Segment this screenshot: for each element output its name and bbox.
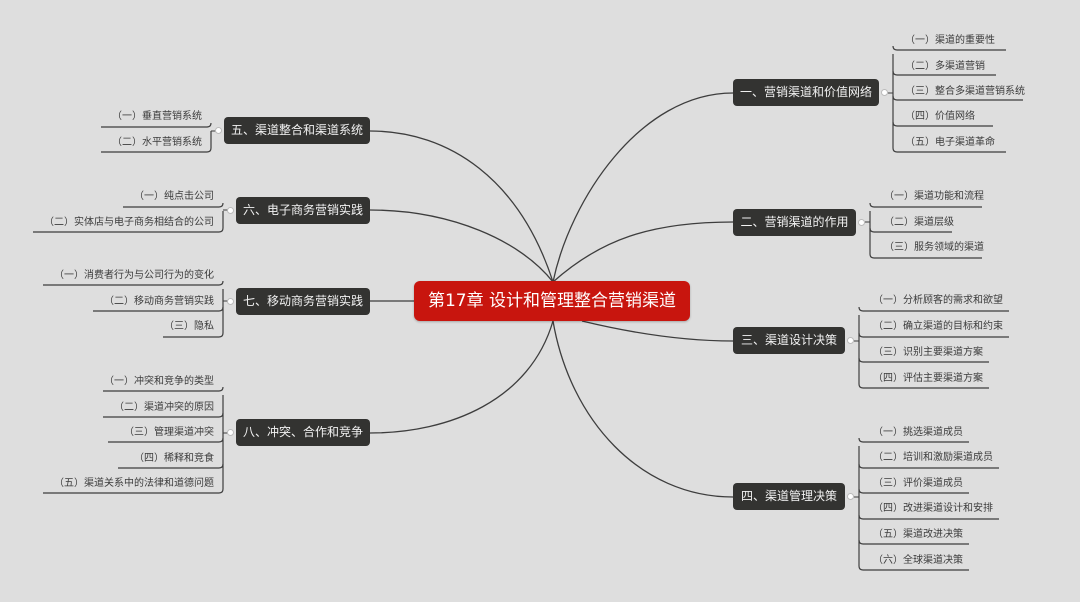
leaf-3-4[interactable]: （四）评估主要渠道方案: [873, 373, 983, 384]
leaf-7-3[interactable]: （三）隐私: [164, 321, 214, 332]
leaf-1-3[interactable]: （三）整合多渠道营销系统: [905, 86, 1025, 97]
leaf-3-3[interactable]: （三）识别主要渠道方案: [873, 347, 983, 358]
branch-node-8[interactable]: 八、冲突、合作和竞争: [236, 419, 370, 446]
leaf-8-5[interactable]: （五）渠道关系中的法律和道德问题: [54, 478, 214, 489]
collapse-toggle-2[interactable]: [858, 219, 865, 226]
leaf-4-3[interactable]: （三）评价渠道成员: [873, 478, 963, 489]
collapse-toggle-8[interactable]: [227, 429, 234, 436]
collapse-toggle-4[interactable]: [847, 493, 854, 500]
root-node[interactable]: 第17章 设计和管理整合营销渠道: [414, 281, 690, 321]
branch-node-3[interactable]: 三、渠道设计决策: [733, 327, 845, 354]
leaf-1-5[interactable]: （五）电子渠道革命: [905, 137, 995, 148]
leaf-3-1[interactable]: （一）分析顾客的需求和欲望: [873, 295, 1003, 306]
collapse-toggle-1[interactable]: [881, 89, 888, 96]
leaf-2-1[interactable]: （一）渠道功能和流程: [884, 191, 984, 202]
collapse-toggle-6[interactable]: [227, 207, 234, 214]
collapse-toggle-3[interactable]: [847, 337, 854, 344]
collapse-toggle-7[interactable]: [227, 298, 234, 305]
branch-node-6[interactable]: 六、电子商务营销实践: [236, 197, 370, 224]
leaf-4-4[interactable]: （四）改进渠道设计和安排: [873, 503, 993, 514]
leaf-1-4[interactable]: （四）价值网络: [905, 111, 975, 122]
branch-node-4[interactable]: 四、渠道管理决策: [733, 483, 845, 510]
branch-node-1[interactable]: 一、营销渠道和价值网络: [733, 79, 879, 106]
leaf-1-1[interactable]: （一）渠道的重要性: [905, 35, 995, 46]
leaf-8-4[interactable]: （四）稀释和竞食: [134, 453, 214, 464]
branch-node-2[interactable]: 二、营销渠道的作用: [733, 209, 856, 236]
leaf-7-1[interactable]: （一）消费者行为与公司行为的变化: [54, 270, 214, 281]
leaf-5-1[interactable]: （一）垂直营销系统: [112, 111, 202, 122]
leaf-4-6[interactable]: （六）全球渠道决策: [873, 555, 963, 566]
leaf-4-5[interactable]: （五）渠道改进决策: [873, 529, 963, 540]
branch-node-7[interactable]: 七、移动商务营销实践: [236, 288, 370, 315]
leaf-1-2[interactable]: （二）多渠道营销: [905, 61, 985, 72]
branch-node-5[interactable]: 五、渠道整合和渠道系统: [224, 117, 370, 144]
leaf-5-2[interactable]: （二）水平营销系统: [112, 137, 202, 148]
leaf-4-1[interactable]: （一）挑选渠道成员: [873, 427, 963, 438]
leaf-2-2[interactable]: （二）渠道层级: [884, 217, 954, 228]
leaf-3-2[interactable]: （二）确立渠道的目标和约束: [873, 321, 1003, 332]
leaf-7-2[interactable]: （二）移动商务营销实践: [104, 296, 214, 307]
leaf-8-2[interactable]: （二）渠道冲突的原因: [114, 402, 214, 413]
collapse-toggle-5[interactable]: [215, 127, 222, 134]
leaf-4-2[interactable]: （二）培训和激励渠道成员: [873, 452, 993, 463]
leaf-6-1[interactable]: （一）纯点击公司: [134, 191, 214, 202]
leaf-2-3[interactable]: （三）服务领域的渠道: [884, 242, 984, 253]
leaf-8-1[interactable]: （一）冲突和竞争的类型: [104, 376, 214, 387]
leaf-8-3[interactable]: （三）管理渠道冲突: [124, 427, 214, 438]
leaf-6-2[interactable]: （二）实体店与电子商务相结合的公司: [44, 217, 214, 228]
